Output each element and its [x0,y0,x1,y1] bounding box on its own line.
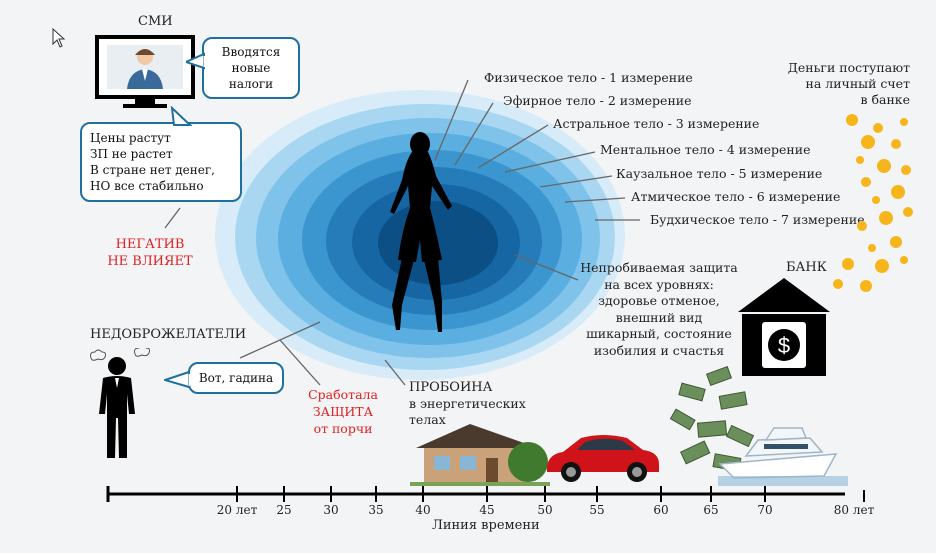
bank-dollar-symbol: $ [778,333,790,358]
bank-label: БАНК [786,260,827,275]
money-label: Деньги поступают на личный счет в банке [780,60,910,108]
breach-label: ПРОБОИНА в энергетических телах [409,380,526,428]
layer-label-causal: Каузальное тело - 5 измерение [616,166,823,181]
layer-label-etheric: Эфирное тело - 2 измерение [503,93,692,108]
timeline-tick-label: 55 [589,503,605,517]
timeline-tick-label: 70 [757,503,773,517]
timeline-tick-label: 65 [703,503,719,517]
money-line-3: в банке [860,92,910,107]
timeline-tick-label: 60 [653,503,669,517]
timeline-tick-label: 50 [537,503,553,517]
car-image [547,435,659,482]
flying-money [669,366,755,472]
news-bubble-text: Вводятся новые налоги [221,45,281,91]
businessman-icon [90,348,151,458]
protection-worked-line-1: Сработала [308,387,378,402]
timeline-tick-label: 35 [368,503,384,517]
mouse-cursor-icon [52,28,66,48]
timeline-caption: Линия времени [432,518,540,533]
media-title: СМИ [138,14,173,29]
tv-icon [95,35,195,108]
negative-label: НЕГАТИВ НЕ ВЛИЯЕТ [106,236,194,270]
protection-worked-line-2: ЗАЩИТА [312,404,374,419]
layer-label-buddhic: Будхическое тело - 7 измерение [650,212,865,227]
timeline-tick-label: 40 [415,503,431,517]
layer-label-astral: Астральное тело - 3 измерение [553,116,760,131]
protection-line-2: на всех уровнях: [604,276,714,292]
house-image [410,424,550,486]
timeline-tick-label: 25 [276,503,292,517]
breach-line-2: в энергетических [409,396,526,411]
news-bubble-tail [186,52,206,70]
protection-line-4: внешний вид [615,309,703,325]
prices-line-4: НО все стабильно [90,179,204,193]
negative-line-2: НЕ ВЛИЯЕТ [107,254,193,269]
protection-description: Непробиваемая защита на всех уровнях: зд… [574,260,744,359]
yacht-image [718,427,848,486]
protection-worked-line-3: от порчи [313,421,373,436]
timeline-tick-label: 30 [323,503,339,517]
woman-silhouette [390,132,452,332]
breach-line-1: ПРОБОИНА [409,380,493,395]
illwishers-title: НЕДОБРОЖЕЛАТЕЛИ [90,327,247,342]
coins-stream [833,114,913,292]
protection-line-1: Непробиваемая защита [580,260,738,275]
timeline-tick-label: 20 лет [216,503,258,517]
layer-label-physical: Физическое тело - 1 измерение [484,70,693,85]
illwishers-speech-bubble: Вот, гадина [188,362,284,394]
layer-label-atmic: Атмическое тело - 6 измерение [631,189,841,204]
prices-line-3: В стране нет денег, [90,163,215,177]
layer-label-mental: Ментальное тело - 4 измерение [600,142,811,157]
protection-worked-label: Сработала ЗАЩИТА от порчи [300,386,386,437]
prices-bubble-tail [170,106,193,126]
timeline-tick-label: 45 [479,503,495,517]
money-line-2: на личный счет [805,76,910,91]
prices-line-2: ЗП не растет [90,147,173,161]
timeline-tick-label: 80 лет [833,503,875,517]
breach-line-3: телах [409,412,446,427]
prices-bubble: Цены растут ЗП не растет В стране нет де… [80,122,242,202]
protection-line-3: здоровье отменое, [598,293,720,308]
negative-line-1: НЕГАТИВ [115,237,185,252]
illwishers-speech-text: Вот, гадина [198,371,274,385]
money-line-1: Деньги поступают [787,60,910,75]
protection-line-6: изобилия и счастья [593,342,725,358]
prices-line-1: Цены растут [90,131,171,145]
speech-bubble-tail [164,370,190,389]
bank-icon: $ [738,278,830,376]
protection-line-5: шикарный, состояние [586,326,732,341]
